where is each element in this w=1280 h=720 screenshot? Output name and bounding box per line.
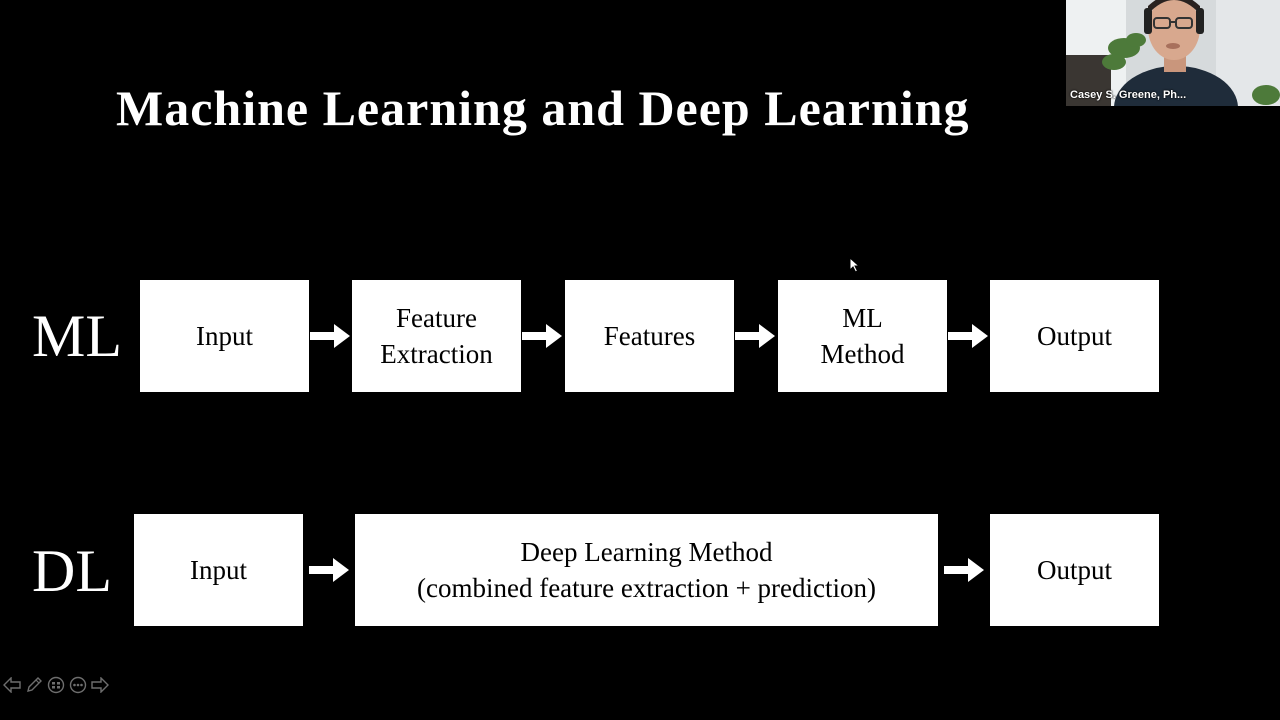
ml-method-box: ML Method xyxy=(778,280,947,392)
mouse-pointer-icon xyxy=(849,257,861,273)
dl-arrow-1-icon xyxy=(309,558,349,582)
dl-arrow-2-icon xyxy=(944,558,984,582)
dl-method-line-2: (combined feature extraction + predictio… xyxy=(416,573,877,603)
participant-video-frame xyxy=(1066,0,1280,106)
previous-slide-button[interactable] xyxy=(2,675,22,695)
ml-output-box: Output xyxy=(990,280,1159,392)
pen-icon xyxy=(27,677,42,692)
dl-row-label: DL xyxy=(32,538,112,604)
next-slide-icon xyxy=(91,677,109,693)
ml-feature-extraction-box: Feature Extraction xyxy=(352,280,521,392)
pen-tool-button[interactable] xyxy=(24,675,44,695)
ml-feature-extraction-line-1: Feature xyxy=(396,303,477,333)
slideshow-nav-toolbar xyxy=(2,674,110,696)
ml-input-box: Input xyxy=(140,280,309,392)
ml-input-text: Input xyxy=(196,321,253,351)
more-options-icon xyxy=(69,676,87,694)
dl-input-text: Input xyxy=(190,555,247,585)
dl-input-box: Input xyxy=(134,514,303,626)
ml-method-line-2: Method xyxy=(820,339,905,369)
more-options-button[interactable] xyxy=(68,675,88,695)
dl-method-line-1: Deep Learning Method xyxy=(520,537,773,567)
ml-arrow-1-icon xyxy=(310,324,350,348)
ml-features-text: Features xyxy=(603,321,696,351)
ml-output-text: Output xyxy=(1036,321,1112,351)
dl-method-box: Deep Learning Method (combined feature e… xyxy=(355,514,938,626)
participant-name-label: Casey S. Greene, Ph... xyxy=(1070,89,1187,101)
dl-output-text: Output xyxy=(1036,555,1112,585)
previous-slide-icon xyxy=(3,677,21,693)
ml-features-box: Features xyxy=(565,280,734,392)
slide-title: Machine Learning and Deep Learning xyxy=(116,80,970,136)
next-slide-button[interactable] xyxy=(90,675,110,695)
ml-arrow-4-icon xyxy=(948,324,988,348)
see-all-slides-button[interactable] xyxy=(46,675,66,695)
ml-row-label: ML xyxy=(32,303,122,369)
participant-video-tile[interactable]: Casey S. Greene, Ph... xyxy=(1066,0,1280,106)
ml-method-line-1: ML xyxy=(842,303,883,333)
slides-grid-icon xyxy=(47,676,65,694)
ml-arrow-3-icon xyxy=(735,324,775,348)
dl-output-box: Output xyxy=(990,514,1159,626)
ml-feature-extraction-line-2: Extraction xyxy=(380,339,493,369)
ml-arrow-2-icon xyxy=(522,324,562,348)
